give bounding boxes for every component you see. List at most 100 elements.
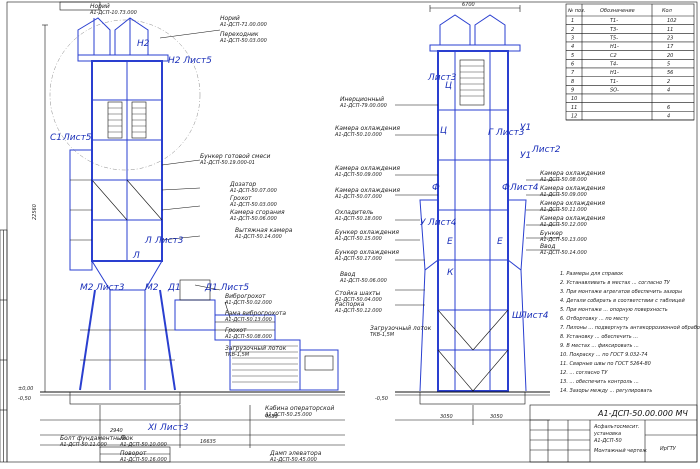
marker-u1-ref: Лист2 [531,145,561,155]
bom-cell: 10 [571,96,577,102]
part-label: Камера сгорания [230,209,285,216]
marker-f-ref: Лист4 [509,183,539,193]
part-code: ТКВ-1,5М [225,352,250,358]
part-code: А1-ДСП-50.04.000 [334,297,382,303]
note-line: 11. Сварные швы по ГОСТ 5264-80 [560,361,651,367]
part-code: А1-ДСП-50.09.000 [539,192,587,198]
part-label: Камера охлаждения [335,187,400,194]
bom-cell: 23 [667,35,673,41]
bom-cell: 3 [571,35,574,41]
bom-cell: 12 [571,113,577,119]
left-view [40,17,345,448]
part-code: А1-ДСП-50.09.000 [334,172,382,178]
marker-ts-mid: Ц [440,126,447,136]
bom-cell: С2 [610,53,617,59]
bom-cell: 5 [667,61,670,67]
bom-cell: 1 [571,18,574,24]
part-code: А1-ДСП-79.00.000 [339,103,387,109]
detail-stamp [99,446,171,463]
part-label: Камера охлаждения [540,200,605,207]
bom-cell: 17 [667,44,674,50]
bom-cell: Т4- [610,61,618,67]
part-code: А1-ДСП-50.11.000 [539,207,587,213]
labels-left: НорийА1-ДСП-10.73.000НорийА1-ДСП-71.00.0… [59,3,334,463]
part-label: Камера охлаждения [335,165,400,172]
part-label: Загрузочный лоток [370,325,432,332]
marker-m2-right: М2 [145,283,159,293]
note-line: 3. При монтаже агрегатов обеспечить зазо… [560,289,682,295]
part-label: Вытяжная камера [235,227,293,234]
bom-cell: 2 [571,27,574,33]
marker-c1-ref: Лист5 [62,133,92,143]
bom-cell: 4 [667,113,670,119]
marker-e-2: Е [497,237,503,247]
marker-l-2: Л [132,251,140,261]
title-code: А1-ДСП-50.00.000 МЧ [597,409,688,418]
part-code: ТКВ-1,5М [370,332,395,338]
part-label: Распорка [335,301,365,308]
marker-ts-top: Ц [445,81,452,91]
part-code: А1-ДСП-50.08.000 [224,334,272,340]
marker-h2-top: Н2 [137,39,150,49]
marker-h2: Н2 Лист5 [168,56,212,66]
bom-cell: Т1- [610,18,618,24]
note-line: 4. Детали собирать в соответствии с табл… [560,298,685,304]
part-code: А1-ДСП-50.18.000 [334,216,382,222]
bom-cell: 20 [667,53,673,59]
title-name-4: Монтажный чертеж [594,448,647,454]
part-label: Люк [119,435,134,442]
part-label: Камера охлаждения [540,215,605,222]
marker-u: У [420,218,426,228]
labels-right: Камера охлажденияА1-ДСП-50.08.000Камера … [539,170,605,256]
part-code: А1-ДСП-50.07.000 [334,194,382,200]
part-label: Загрузочный лоток [225,345,287,352]
marker-m2-ref: Лист3 [95,283,125,293]
bom-header-pos: № поз. [567,8,585,14]
part-code: А1-ДСП-50.10.000 [119,442,167,448]
note-line: 5. При монтаже ... опорную поверхность [560,307,668,313]
part-label: Дозатор [229,181,256,188]
part-label: Стойка шахты [335,290,381,297]
bom-cell: Н1- [610,44,619,50]
part-code: А1-ДСП-71.00.000 [219,22,267,28]
marker-m2: М2 [80,283,94,293]
middle-view [395,5,560,425]
dim-width-top: 6700 [462,2,475,8]
part-code: А1-ДСП-50.07.000 [229,188,277,194]
part-label: Ввод [340,271,355,278]
bom-cell: Н1- [610,70,619,76]
bom-cell: Т5- [610,35,618,41]
part-label: Кабина операторской [265,405,334,412]
part-code: А1-ДСП-50.03.000 [219,38,267,44]
corner-stamp [59,1,101,11]
bom-cell: 5 [571,53,574,59]
part-code: А1-ДСП-50.06.000 [229,216,277,222]
marker-xi: XI [147,423,157,433]
level-zero: ±0,00 [18,386,33,392]
part-label: Бункер охлаждения [335,229,399,236]
note-line: 2. Устанавливать в местах ... согласно Т… [560,280,671,286]
bom-cell: 6 [571,61,574,67]
part-code: А1-ДСП-50.15.000 [334,236,382,242]
part-code: А1-ДСП-10.73.000 [89,10,137,16]
marker-f-right: Ф [502,183,510,193]
dim-base-a: 2940 [110,428,123,434]
marker-xi-ref: Лист3 [159,423,189,433]
part-label: Болт фундаментный [60,435,126,442]
bom-cell: 9 [571,87,574,93]
dim-base-d: 3050 [440,414,453,420]
bom-cell: SO- [610,87,619,93]
part-label: Рама виброгрохота [225,310,286,317]
bom-cell: 11 [571,105,577,111]
part-code: А1-ДСП-50.03.000 [229,202,277,208]
dim-base-b: 16635 [200,439,216,445]
title-org: ИрГТУ [660,446,677,452]
marker-sh-ref: Лист4 [519,311,549,321]
part-code: А1-ДСП-50.13.000 [539,237,587,243]
dim-base-c: 4680 [265,414,278,420]
bom-cell: 2 [667,79,670,85]
part-code: А1-ДСП-50.14.000 [234,234,282,240]
